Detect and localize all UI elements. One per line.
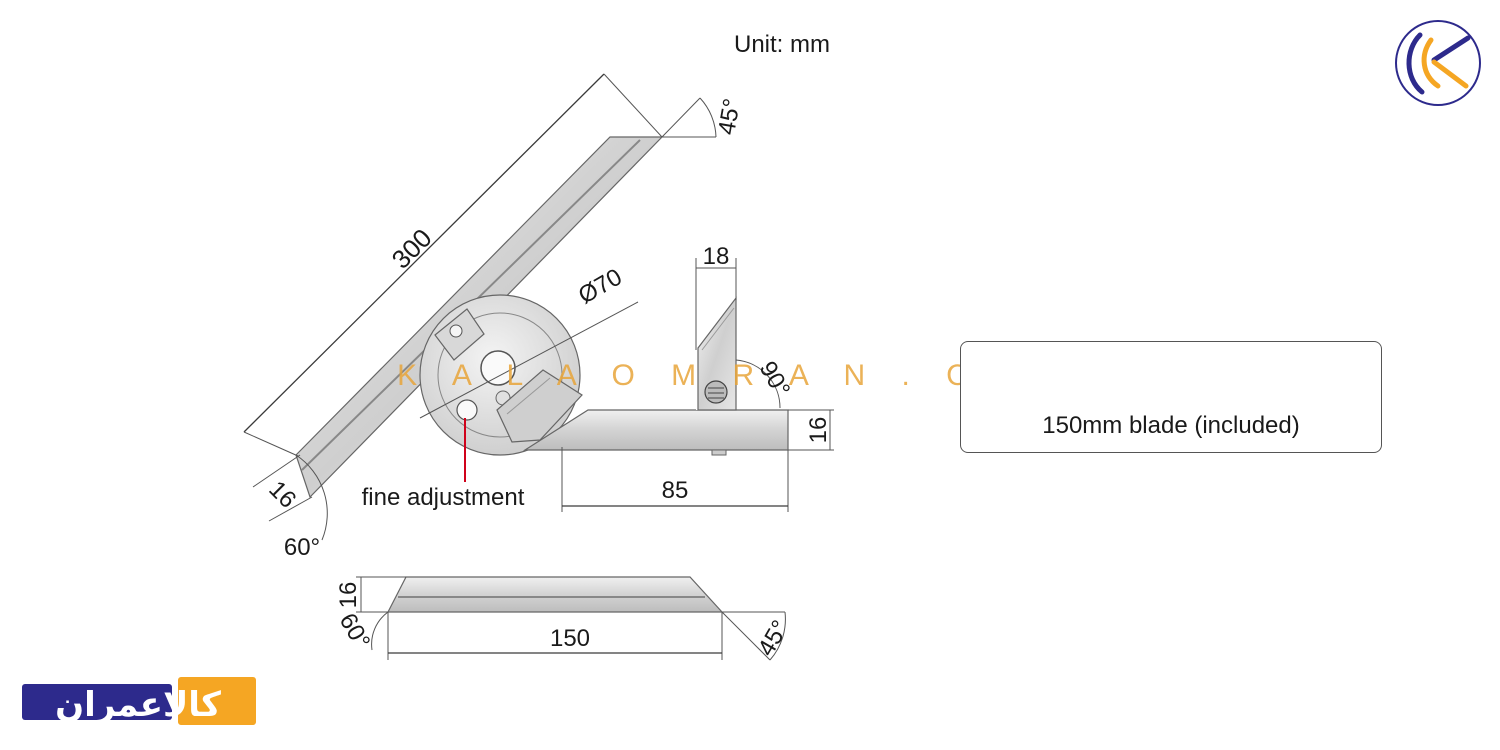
inset-blade-frame: 150mm blade (included)	[960, 341, 1382, 453]
dim-small-blade-height: 16	[335, 576, 406, 613]
blade-clamp	[434, 308, 485, 361]
svg-text:60°: 60°	[284, 534, 320, 561]
vertical-blade	[696, 270, 737, 411]
svg-text:300: 300	[386, 223, 438, 275]
svg-text:85: 85	[662, 477, 689, 504]
dim-stock-thickness: 18	[695, 243, 737, 350]
dim-angle-top: 45°	[661, 96, 746, 138]
svg-text:150: 150	[550, 625, 590, 652]
svg-text:45°: 45°	[753, 616, 795, 661]
brand-circle-logo	[1395, 20, 1481, 106]
dim-small-blade-length: 150	[387, 612, 723, 660]
unit-label: Unit: mm	[734, 31, 830, 58]
small-blade	[387, 576, 724, 613]
dim-stock-height: 16	[788, 409, 834, 451]
vernier-window	[496, 369, 583, 443]
svg-text:16: 16	[263, 476, 301, 514]
inset-caption: 150mm blade (included)	[1042, 412, 1300, 439]
svg-text:45°: 45°	[713, 96, 746, 136]
svg-text:Ø70: Ø70	[574, 263, 627, 309]
svg-text:60°: 60°	[334, 609, 376, 654]
dim-small-blade-angle-left: 60°	[334, 609, 389, 654]
svg-text:16: 16	[335, 582, 362, 609]
dim-stock-length: 85	[561, 447, 789, 512]
svg-text:کالاعمران: کالاعمران	[55, 685, 221, 725]
dim-small-blade-angle-right: 45°	[721, 611, 795, 661]
fine-adjustment-callout: fine adjustment	[362, 418, 525, 511]
svg-text:fine adjustment: fine adjustment	[362, 484, 525, 511]
svg-text:16: 16	[805, 417, 832, 444]
brand-wordmark-logo: کالاعمران	[22, 677, 256, 725]
svg-text:18: 18	[703, 243, 730, 270]
